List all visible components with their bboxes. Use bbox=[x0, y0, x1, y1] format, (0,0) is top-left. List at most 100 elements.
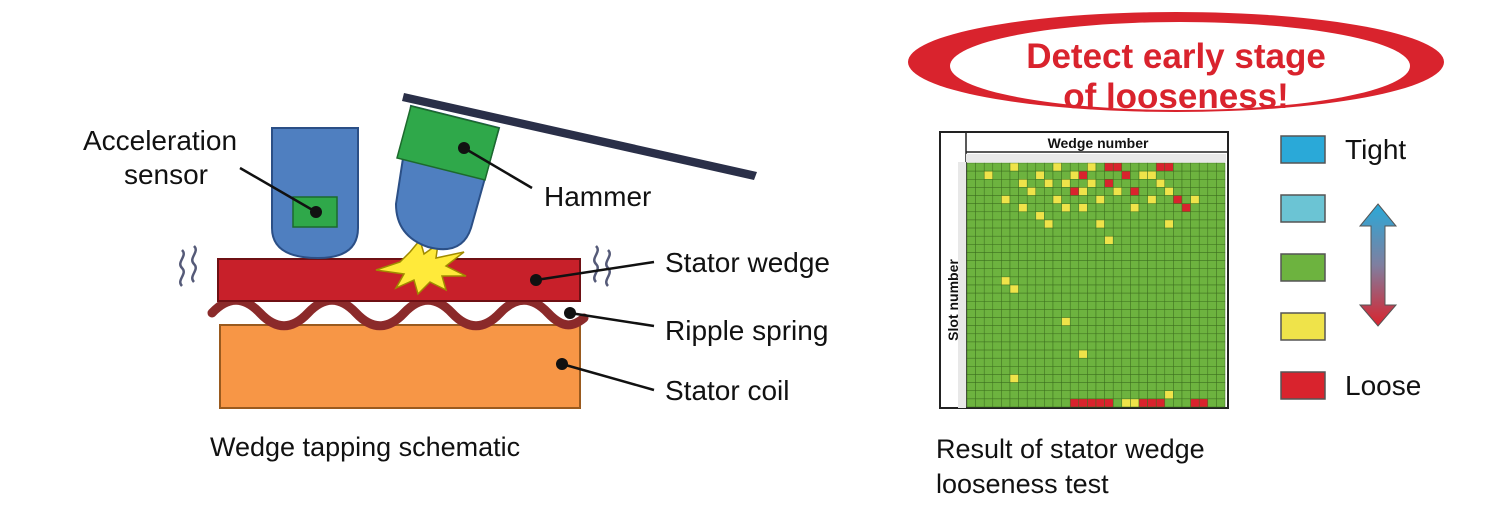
grid-cell bbox=[1078, 374, 1088, 383]
grid-cell bbox=[1181, 211, 1191, 221]
grid-cell bbox=[1147, 252, 1157, 261]
grid-cell bbox=[1026, 382, 1037, 391]
grid-cell bbox=[966, 357, 976, 367]
grid-cell bbox=[975, 227, 985, 237]
grid-cell bbox=[1121, 333, 1131, 343]
grid-cell bbox=[975, 284, 985, 294]
grid-cell bbox=[1104, 203, 1114, 213]
grid-cell bbox=[1078, 382, 1088, 391]
grid-cell bbox=[1173, 260, 1183, 269]
grid-cell bbox=[1155, 390, 1166, 400]
grid-cell bbox=[1216, 179, 1226, 188]
grid-cell bbox=[1121, 301, 1131, 310]
grid-cell bbox=[983, 268, 994, 278]
grid-cell bbox=[1095, 284, 1105, 294]
grid-cell bbox=[1147, 203, 1157, 213]
grid-cell bbox=[1112, 179, 1123, 188]
grid-cell bbox=[1052, 301, 1062, 310]
grid-cell bbox=[992, 357, 1002, 367]
grid-cell bbox=[992, 268, 1002, 278]
grid-cell bbox=[1121, 276, 1131, 286]
grid-cell bbox=[992, 390, 1002, 400]
grid-cell bbox=[1052, 211, 1062, 221]
grid-cell bbox=[1018, 366, 1028, 375]
grid-cell bbox=[1130, 252, 1140, 261]
grid-cell bbox=[1044, 357, 1054, 367]
grid-cell bbox=[1035, 211, 1045, 221]
grid-cell bbox=[1155, 203, 1166, 213]
grid-cell bbox=[1095, 187, 1105, 196]
grid-cell bbox=[1112, 366, 1123, 375]
grid-cell bbox=[966, 252, 976, 261]
grid-cell bbox=[1078, 203, 1088, 213]
grid-cell bbox=[1069, 162, 1080, 172]
grid-cell bbox=[1207, 366, 1217, 375]
grid-cells bbox=[966, 162, 1226, 408]
grid-cell bbox=[1121, 203, 1131, 213]
grid-cell bbox=[1198, 219, 1209, 229]
grid-cell bbox=[1078, 390, 1088, 400]
grid-cell bbox=[1173, 162, 1183, 172]
grid-cell bbox=[1087, 195, 1097, 204]
grid-cell bbox=[1138, 227, 1148, 237]
grid-cell bbox=[1112, 244, 1123, 253]
grid-cell bbox=[1173, 170, 1183, 180]
grid-cell bbox=[1044, 219, 1054, 229]
grid-cell bbox=[1121, 235, 1131, 245]
grid-cell bbox=[1112, 374, 1123, 383]
grid-cell bbox=[1155, 170, 1166, 180]
grid-cell bbox=[1026, 390, 1037, 400]
grid-cell bbox=[975, 260, 985, 269]
grid-cell bbox=[1087, 398, 1097, 408]
grid-cell bbox=[1061, 317, 1071, 326]
grid-cell bbox=[1181, 284, 1191, 294]
grid-cell bbox=[1052, 276, 1062, 286]
grid-cell bbox=[1061, 301, 1071, 310]
grid-cell bbox=[1035, 252, 1045, 261]
grid-cell bbox=[1138, 333, 1148, 343]
grid-cell bbox=[1035, 195, 1045, 204]
grid-cell bbox=[983, 162, 994, 172]
grid-cell bbox=[1164, 317, 1174, 326]
grid-cell bbox=[1035, 292, 1045, 302]
grid-cell bbox=[1190, 252, 1200, 261]
grid-cell bbox=[1026, 398, 1037, 408]
grid-cell bbox=[1112, 284, 1123, 294]
grid-cell bbox=[992, 162, 1002, 172]
grid-cell bbox=[1216, 170, 1226, 180]
grid-cell bbox=[1018, 179, 1028, 188]
looseness-result: Detect early stage of looseness! Wedge n… bbox=[908, 12, 1444, 499]
grid-cell bbox=[975, 244, 985, 253]
grid-cell bbox=[1078, 284, 1088, 294]
grid-cell bbox=[1155, 317, 1166, 326]
grid-cell bbox=[1198, 276, 1209, 286]
grid-cell bbox=[1181, 301, 1191, 310]
grid-cell bbox=[1009, 179, 1019, 188]
grid-cell bbox=[1044, 317, 1054, 326]
grid-cell bbox=[1061, 244, 1071, 253]
grid-cell bbox=[1138, 252, 1148, 261]
grid-cell bbox=[992, 317, 1002, 326]
grid-cell bbox=[1078, 349, 1088, 359]
grid-cell bbox=[1052, 366, 1062, 375]
grid-cell bbox=[1061, 398, 1071, 408]
grid-cell bbox=[1216, 219, 1226, 229]
grid-cell bbox=[992, 398, 1002, 408]
grid-cell bbox=[1052, 179, 1062, 188]
grid-cell bbox=[1173, 333, 1183, 343]
grid-cell bbox=[1001, 325, 1011, 335]
grid-cell bbox=[1147, 317, 1157, 326]
grid-cell bbox=[1035, 203, 1045, 213]
grid-cell bbox=[1121, 341, 1131, 351]
grid-cell bbox=[1018, 317, 1028, 326]
grid-cell bbox=[1130, 187, 1140, 196]
grid-cell bbox=[1104, 162, 1114, 172]
grid-cell bbox=[1035, 341, 1045, 351]
grid-cell bbox=[1001, 227, 1011, 237]
grid-cell bbox=[1181, 244, 1191, 253]
grid-cell bbox=[1061, 170, 1071, 180]
grid-cell bbox=[1044, 179, 1054, 188]
grid-cell bbox=[992, 195, 1002, 204]
grid-cell bbox=[1138, 260, 1148, 269]
grid-cell bbox=[1104, 292, 1114, 302]
